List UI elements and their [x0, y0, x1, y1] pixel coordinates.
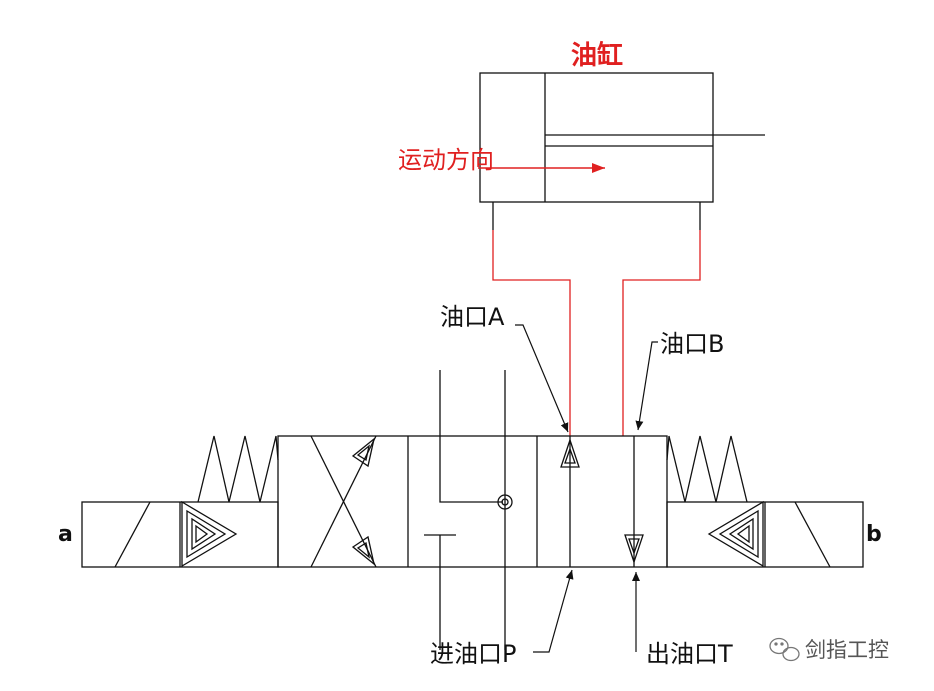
valve-section-cross	[310, 435, 377, 568]
solenoid-right-slash	[794, 501, 831, 568]
solenoid-left	[81, 435, 279, 568]
solenoid-right	[666, 435, 864, 568]
solenoid-b-label: b	[866, 522, 882, 547]
solenoid-a-label: a	[58, 522, 73, 547]
center-path-a	[439, 370, 503, 503]
valve-section-parallel	[560, 436, 644, 567]
valve-body	[277, 435, 668, 568]
watermark: 剑指工控	[769, 637, 889, 662]
port-b-label: 油口B	[660, 330, 724, 358]
outlet-t-label: 出油口T	[646, 640, 733, 668]
spring-left-icon	[197, 435, 279, 503]
port-a-label: 油口A	[440, 303, 505, 331]
junction-icon	[497, 494, 513, 510]
junction-inner	[501, 498, 509, 506]
watermark-text: 剑指工控	[805, 638, 889, 662]
leader-lines	[515, 324, 658, 653]
wechat-icon	[769, 637, 800, 662]
valve-outline	[277, 435, 668, 568]
flow-arrow-icon	[351, 535, 376, 566]
motion-direction-label: 运动方向	[398, 146, 494, 174]
inlet-p-label: 进油口P	[430, 640, 516, 668]
hose-lines	[492, 230, 701, 436]
valve-section-center	[424, 370, 513, 650]
leader-port-a	[515, 324, 569, 433]
solenoid-left-triangle-icon	[181, 500, 238, 568]
hose-b	[622, 230, 701, 436]
spring-right-icon	[666, 435, 748, 503]
cylinder-body	[479, 72, 714, 203]
cross-line-2	[310, 435, 377, 568]
flow-arrow-icon	[351, 437, 376, 468]
cylinder	[478, 72, 765, 230]
leader-port-b	[635, 341, 658, 431]
cylinder-label: 油缸	[571, 40, 623, 71]
solenoid-right-triangle-icon	[707, 500, 764, 568]
solenoid-left-slash	[114, 501, 151, 568]
flow-arrow-up-icon	[560, 437, 580, 468]
hose-a	[492, 230, 571, 436]
flow-arrow-down-icon	[624, 534, 644, 565]
leader-inlet-p	[533, 569, 574, 653]
